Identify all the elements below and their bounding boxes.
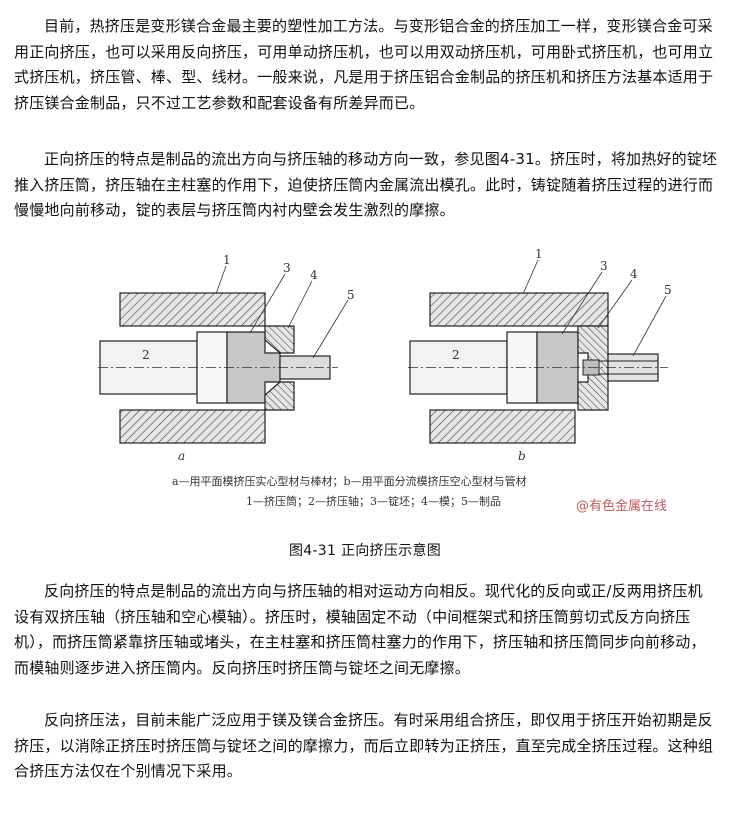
paragraph-backward-extrusion: 反向挤压的特点是制品的流出方向与挤压轴的相对运动方向相反。现代化的反向或正/反两… bbox=[14, 582, 706, 677]
paragraph-intro: 目前，热挤压是变形镁合金最主要的塑性加工方法。与变形铝合金的挤压加工一样，变形镁… bbox=[14, 17, 714, 112]
figure-legend-line1: a—用平面模挤压实心型材与棒材；b—用平面分流模挤压空心型材与管材 bbox=[172, 474, 527, 488]
part-number-1b: 1 bbox=[535, 248, 543, 261]
die-a-top bbox=[264, 325, 295, 354]
label-b: b bbox=[518, 449, 526, 463]
part-number-4b: 4 bbox=[630, 267, 638, 281]
part-number-1a: 1 bbox=[223, 253, 231, 267]
diagram-a: 1 2 3 4 5 a bbox=[98, 253, 355, 463]
part-number-3a: 3 bbox=[283, 261, 291, 275]
container-b-bottom bbox=[429, 409, 576, 444]
part-number-2a: 2 bbox=[142, 348, 150, 362]
container-b-top bbox=[429, 292, 609, 327]
extrusion-diagram: 1 2 3 4 5 a 1 2 3 4 bbox=[98, 248, 680, 520]
part-number-5b: 5 bbox=[664, 283, 672, 297]
label-a: a bbox=[178, 449, 185, 463]
leader-5a bbox=[312, 299, 349, 359]
leader-4a bbox=[287, 280, 313, 329]
watermark: @有色金属在线 bbox=[576, 498, 667, 514]
figure-legend-line2: 1—挤压筒；2—挤压轴；3—锭坯；4—模；5—制品 bbox=[246, 494, 501, 508]
leader-1a bbox=[215, 265, 227, 295]
part-number-4a: 4 bbox=[310, 268, 318, 282]
part-number-3b: 3 bbox=[600, 259, 608, 273]
leader-5b bbox=[632, 295, 667, 357]
leader-4b bbox=[597, 279, 633, 329]
part-number-5a: 5 bbox=[347, 288, 355, 302]
die-a-bottom bbox=[264, 381, 295, 411]
paragraph-combined-extrusion: 反向挤压法，目前未能广泛应用于镁及镁合金挤压。有时采用组合挤压，即仅用于挤压开始… bbox=[14, 711, 714, 780]
paragraph-forward-extrusion: 正向挤压的特点是制品的流出方向与挤压轴的移动方向一致，参见图4-31。挤压时，将… bbox=[14, 150, 718, 219]
part-number-2b: 2 bbox=[452, 348, 460, 362]
leader-3a bbox=[249, 273, 286, 334]
container-a-top bbox=[119, 292, 266, 327]
container-a-bottom bbox=[119, 409, 266, 444]
diagram-b: 1 2 3 4 5 b bbox=[408, 248, 672, 463]
figure-caption: 图4-31 正向挤压示意图 bbox=[288, 543, 442, 559]
leader-1b bbox=[522, 259, 539, 295]
leader-3b bbox=[561, 271, 603, 335]
